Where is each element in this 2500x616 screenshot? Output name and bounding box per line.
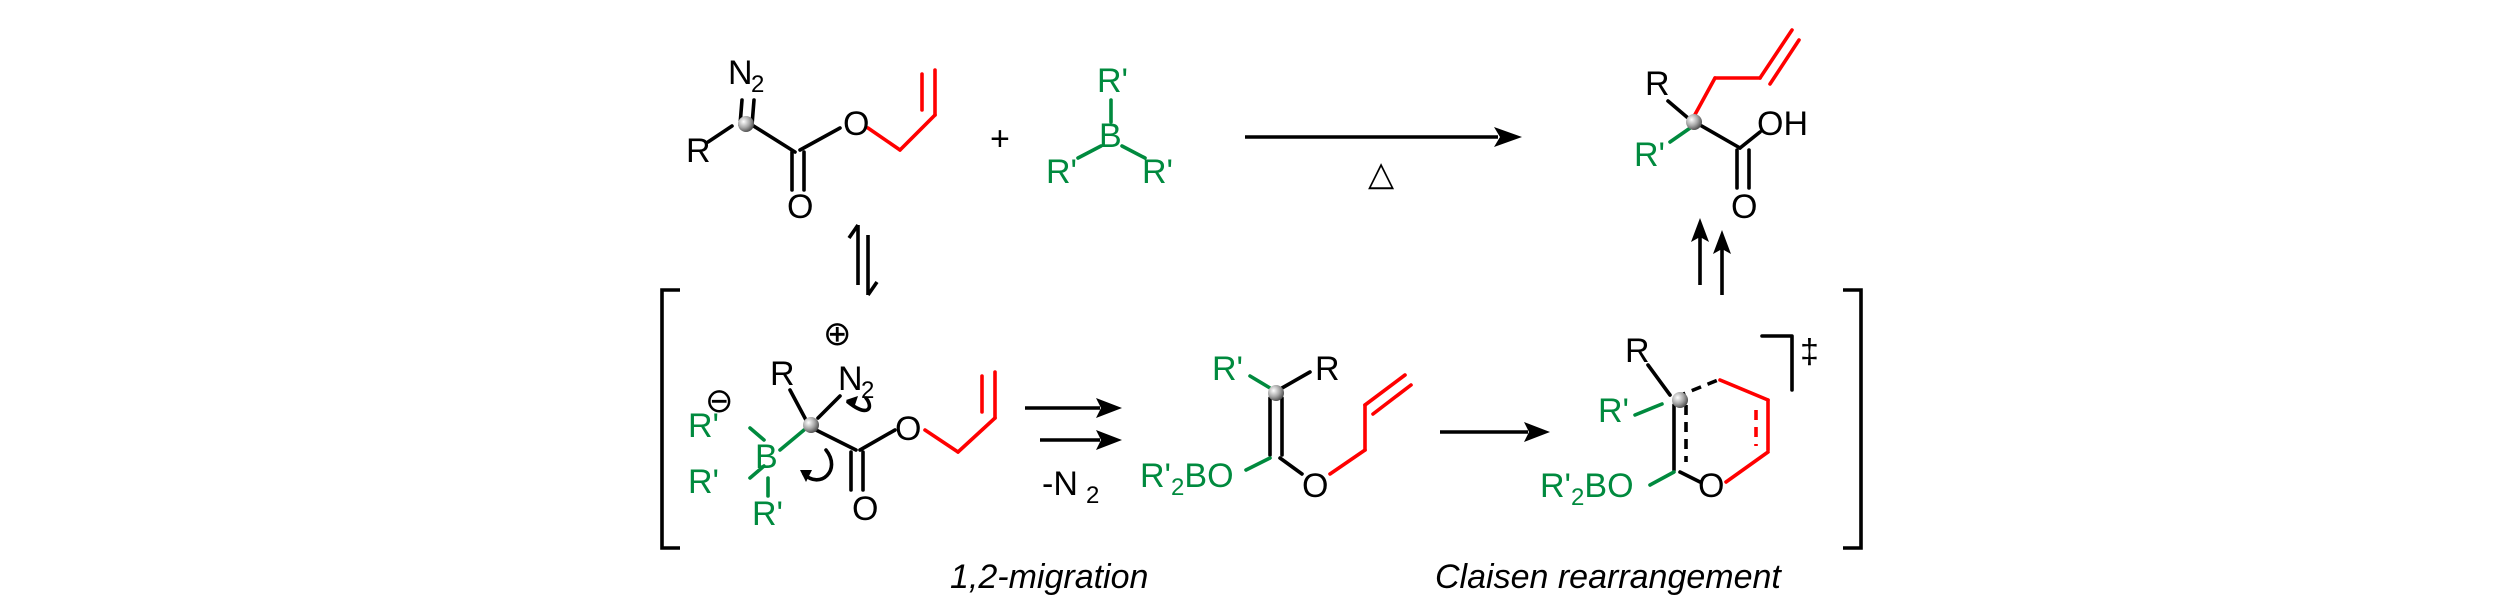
borane-r-left: R' — [1046, 153, 1077, 191]
product-r-label: R — [1645, 65, 1670, 103]
caption-claisen-rearrangement: Claisen rearrangement — [1435, 558, 1782, 596]
enolate-ether-oxygen: O — [1302, 467, 1328, 505]
trialkylborane: R' B R' R' — [1046, 62, 1173, 191]
boron-label: B — [1099, 117, 1122, 155]
carbonyl-oxygen: O — [787, 188, 813, 226]
diazonium-n-label: N — [838, 360, 863, 398]
n2-label: N — [728, 54, 753, 92]
ate-r-label: R — [770, 355, 795, 393]
ate-r-bottom: R' — [752, 495, 783, 533]
acid-hydroxyl: OH — [1757, 105, 1808, 143]
heat-symbol: △ — [1368, 155, 1395, 193]
diazo-ester: N 2 R O O — [686, 54, 937, 226]
plus-sign: + — [990, 120, 1010, 158]
borane-r-top: R' — [1097, 62, 1128, 100]
ate-r-mid: R' — [688, 463, 719, 501]
intermediate-brackets — [660, 288, 1863, 550]
stereocenter-ball — [1686, 114, 1702, 130]
product-r-prime: R' — [1634, 136, 1665, 174]
ts-ring-oxygen: O — [1698, 467, 1724, 505]
enolate-boryl-prefix: R'2BO — [1140, 457, 1234, 501]
claisen-transition-state: R R' R'2BO O ‡ — [1540, 332, 1819, 511]
stereocenter-ball — [1672, 392, 1688, 408]
negative-charge: ⊖ — [705, 382, 734, 420]
equilibrium-arrow — [847, 223, 879, 297]
enolate-r-prime: R' — [1212, 350, 1243, 388]
ts-r-prime: R' — [1598, 392, 1629, 430]
main-reaction-arrow: △ — [1245, 127, 1522, 193]
ate-carbonyl-oxygen: O — [852, 490, 878, 528]
migration-arrows: -N 2 1,2-migration — [950, 398, 1148, 596]
stereocenter-ball — [803, 417, 819, 433]
boron-ate-complex: ⊕ N 2 R ⊖ R' B R' R' O O — [688, 315, 997, 533]
stereocenter-ball — [1268, 385, 1284, 401]
borane-r-right: R' — [1142, 153, 1173, 191]
caption-1-2-migration: 1,2-migration — [950, 558, 1148, 596]
ts-double-dagger: ‡ — [1800, 333, 1819, 371]
ate-r-top: R' — [688, 407, 719, 445]
ts-r-label: R — [1625, 332, 1650, 370]
r-label: R — [686, 132, 711, 170]
ts-boryl-prefix: R'2BO — [1540, 467, 1634, 511]
product-carbonyl-oxygen: O — [1731, 188, 1757, 226]
product-arrows — [1691, 218, 1731, 295]
n2-subscript: 2 — [751, 71, 764, 98]
stereocenter-ball — [738, 116, 754, 132]
diazonium-n-subscript: 2 — [861, 377, 874, 404]
claisen-arrow: Claisen rearrangement — [1435, 422, 1782, 596]
ester-oxygen: O — [843, 105, 869, 143]
ate-ester-oxygen: O — [895, 410, 921, 448]
positive-charge: ⊕ — [823, 315, 852, 353]
product-acid: R R' OH O — [1634, 28, 1808, 226]
boron-enolate: R' R R'2BO O — [1140, 350, 1413, 505]
loss-of-n2: -N — [1042, 465, 1078, 503]
loss-of-n2-subscript: 2 — [1086, 482, 1099, 509]
enolate-r-label: R — [1315, 350, 1340, 388]
